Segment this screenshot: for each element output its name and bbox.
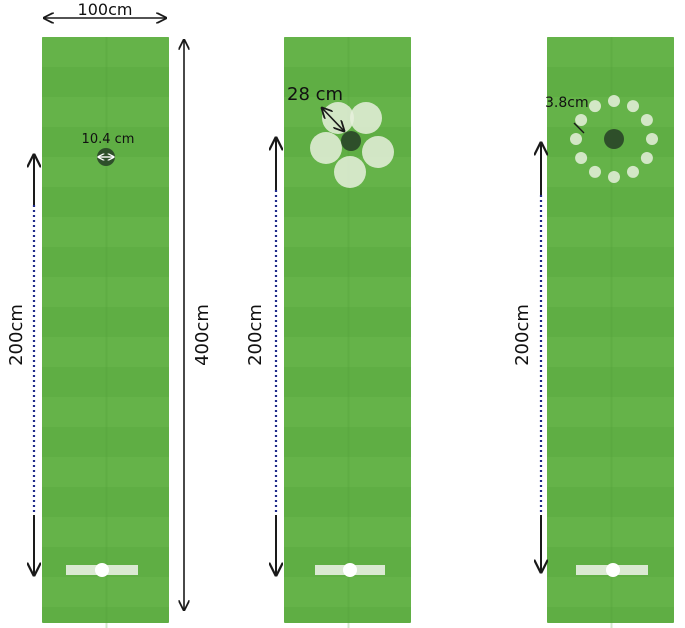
turf-seam <box>610 217 613 277</box>
height-label: 400cm <box>192 304 213 366</box>
turf-stripe <box>284 337 411 367</box>
turf-seam <box>347 577 350 628</box>
ring-target <box>350 102 382 134</box>
turf-seam <box>347 397 350 457</box>
panel-five-ring: 200cm 28 cm <box>245 37 411 628</box>
ring-diameter-arrow <box>322 108 344 131</box>
small-ring-target <box>575 114 588 126</box>
turf-seam <box>105 37 108 97</box>
turf-stripe <box>284 457 411 487</box>
turf-stripe <box>547 37 674 67</box>
turf-seam <box>347 217 350 277</box>
small-ring-target <box>589 165 601 178</box>
distance-label-3: 200cm <box>512 304 533 366</box>
small-ring-target <box>640 152 653 164</box>
golf-ball-2 <box>343 563 357 577</box>
ring-target <box>334 156 366 188</box>
turf-seam <box>105 577 108 628</box>
width-label: 100cm <box>78 0 133 19</box>
turf-stripes-3 <box>547 37 674 628</box>
turf-strip-3 <box>547 37 674 623</box>
turf-seam <box>105 217 108 277</box>
turf-stripe <box>547 217 674 247</box>
small-ring-target <box>608 171 620 183</box>
turf-stripe <box>42 517 169 547</box>
small-ring-target <box>570 133 582 145</box>
turf-stripe <box>42 97 169 127</box>
golf-ball-1 <box>95 563 109 577</box>
turf-seam <box>610 337 613 397</box>
ring-cluster-12 <box>570 95 658 183</box>
turf-seam <box>105 97 108 157</box>
turf-seam <box>610 37 613 97</box>
distance-label-1: 200cm <box>6 304 27 366</box>
turf-seam <box>105 457 108 517</box>
panel-twelve-ring: 200cm 3.8cm <box>512 37 674 628</box>
turf-stripes-2 <box>284 37 411 628</box>
turf-stripe <box>547 337 674 367</box>
hole-target-3 <box>604 129 624 149</box>
turf-seam <box>610 157 613 217</box>
turf-seam <box>105 337 108 397</box>
turf-stripe <box>547 277 674 307</box>
small-ring-target <box>575 152 588 164</box>
turf-seam <box>347 277 350 337</box>
turf-seam <box>105 157 108 217</box>
turf-seam <box>105 517 108 577</box>
turf-stripe <box>284 217 411 247</box>
ring-target <box>322 102 354 134</box>
turf-stripe <box>547 397 674 427</box>
turf-stripe <box>42 217 169 247</box>
turf-stripe <box>284 37 411 67</box>
distance-label-2: 200cm <box>245 304 266 366</box>
ring-diameter-label-2: 28 cm <box>287 84 343 105</box>
turf-seam <box>610 97 613 157</box>
turf-seam <box>105 277 108 337</box>
turf-stripe <box>547 157 674 187</box>
ring-target <box>362 136 394 168</box>
turf-seam <box>610 397 613 457</box>
turf-stripe <box>284 397 411 427</box>
small-ring-target <box>627 100 639 113</box>
small-ring-diameter-arrow <box>573 122 585 134</box>
turf-stripe <box>547 457 674 487</box>
panel-single-hole: 100cm 400cm 200cm 10.4 cm <box>6 0 213 628</box>
turf-stripe <box>42 457 169 487</box>
turf-seam <box>610 457 613 517</box>
turf-stripe <box>42 337 169 367</box>
ring-target <box>310 132 342 164</box>
turf-strip-2 <box>284 37 411 623</box>
small-ring-target <box>608 95 620 107</box>
hole-target-2 <box>341 131 361 151</box>
turf-seam <box>347 457 350 517</box>
hole-diameter-label: 10.4 cm <box>82 132 135 147</box>
turf-strip-1 <box>42 37 169 623</box>
turf-stripe <box>284 277 411 307</box>
small-ring-target <box>589 100 601 113</box>
turf-seam <box>347 517 350 577</box>
turf-stripe <box>42 397 169 427</box>
turf-seam <box>610 577 613 628</box>
turf-seam <box>610 277 613 337</box>
small-ring-target <box>627 165 639 178</box>
turf-stripe <box>547 577 674 607</box>
turf-stripe <box>42 277 169 307</box>
small-ring-target <box>646 133 658 145</box>
small-ring-target <box>640 114 653 126</box>
turf-stripes-1 <box>42 37 169 628</box>
turf-stripe <box>284 577 411 607</box>
turf-seam <box>105 397 108 457</box>
turf-seam <box>610 517 613 577</box>
turf-seam <box>347 337 350 397</box>
turf-stripe <box>42 37 169 67</box>
turf-stripe <box>42 577 169 607</box>
ring-diameter-label-3: 3.8cm <box>545 95 589 111</box>
golf-ball-3 <box>606 563 620 577</box>
turf-stripe <box>547 517 674 547</box>
turf-stripe <box>284 517 411 547</box>
turf-seam <box>347 37 350 97</box>
